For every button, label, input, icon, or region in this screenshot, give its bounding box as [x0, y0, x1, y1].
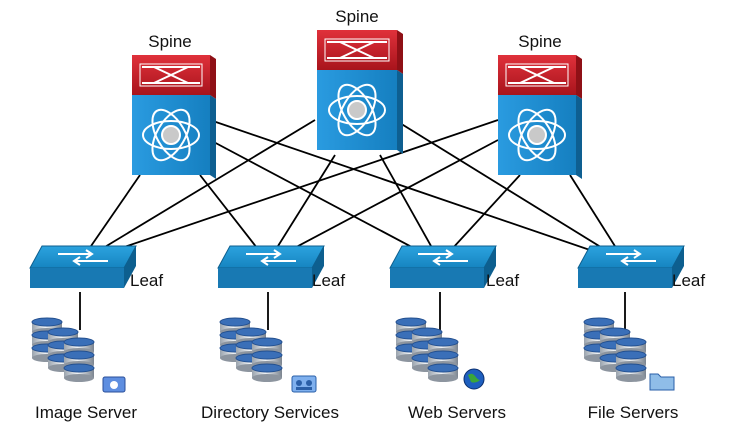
fabric-hub-icon [328, 83, 386, 137]
leaf-label: Leaf [672, 271, 705, 290]
switch-arrows-icon [606, 249, 656, 266]
globe-badge-icon [463, 368, 485, 390]
server-stacks [31, 317, 647, 382]
image-badge-icon [102, 376, 126, 393]
spine-label: Spine [518, 32, 561, 51]
database-icon [427, 337, 459, 382]
leaf-label: Leaf [486, 271, 519, 290]
server-label-web-servers: Web Servers [408, 403, 506, 422]
link-line [267, 139, 499, 263]
database-icon [615, 337, 647, 382]
server-label-image-server: Image Server [35, 403, 137, 422]
server-stack [583, 317, 647, 382]
spine-label: Spine [335, 7, 378, 26]
spine-switch: Spine [317, 7, 403, 154]
crossbar-arrows-icon [505, 63, 569, 87]
fabric-hub-icon [142, 108, 200, 162]
link-line [379, 154, 441, 263]
link-line [267, 154, 336, 263]
switch-arrows-icon [58, 249, 108, 266]
leaf-label: Leaf [312, 271, 345, 290]
database-icon [599, 327, 631, 372]
spine-label: Spine [148, 32, 191, 51]
database-icon [63, 337, 95, 382]
mesh-links [79, 119, 626, 330]
server-label-directory-services: Directory Services [201, 403, 339, 422]
crossbar-arrows-icon [324, 38, 390, 62]
directory-badge-icon [291, 375, 317, 393]
switch-arrows-icon [418, 249, 468, 266]
database-icon [251, 337, 283, 382]
switch-arrows-icon [246, 249, 296, 266]
spine-switch: Spine [498, 32, 582, 179]
link-line [79, 119, 316, 263]
link-line [394, 119, 626, 263]
spine-switch: Spine [132, 32, 216, 179]
server-stack [219, 317, 283, 382]
leaf-switch: Leaf [29, 245, 163, 290]
leaf-label: Leaf [130, 271, 163, 290]
folder-badge-icon [649, 373, 675, 391]
leaf-switch: Leaf [389, 245, 519, 290]
fabric-hub-icon [508, 108, 566, 162]
leaf-switch: Leaf [577, 245, 705, 290]
crossbar-arrows-icon [139, 63, 203, 87]
server-label-file-servers: File Servers [588, 403, 679, 422]
link-line [209, 119, 626, 263]
server-stack [395, 317, 459, 382]
leaf-switch: Leaf [217, 245, 345, 290]
link-line [79, 119, 499, 263]
server-stack [31, 317, 95, 382]
